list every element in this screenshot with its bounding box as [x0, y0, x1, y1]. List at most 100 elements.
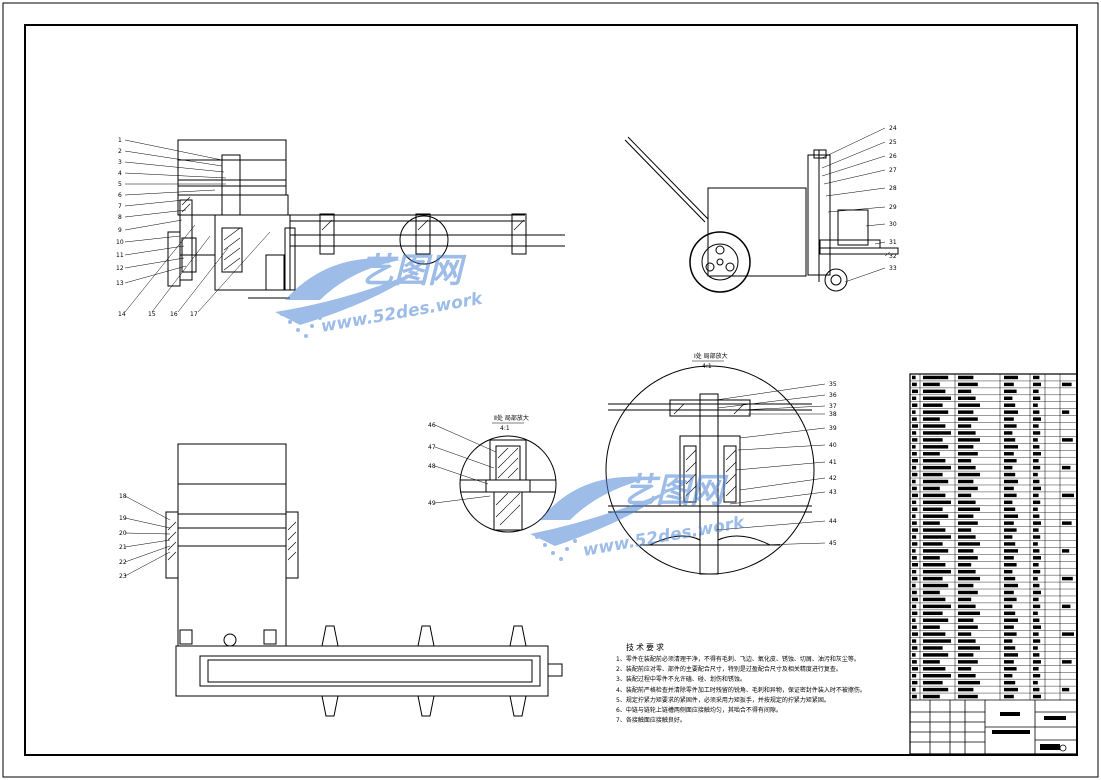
bom-cell-text: [912, 549, 916, 553]
part-label: 30: [889, 221, 897, 228]
bom-cell-text: [1062, 632, 1074, 636]
bom-cell-text: [912, 556, 917, 560]
bom-cell-text: [923, 458, 946, 463]
bom-cell-text: [1033, 445, 1040, 449]
bom-cell-text: [1062, 687, 1070, 692]
bom-cell-text: [958, 458, 972, 463]
front-part-numbers: 1 2 3 4 5 6 7 8 9 10 11 12 13 14 15 16 1…: [116, 137, 198, 318]
bom-cell-text: [958, 375, 974, 380]
technical-requirements: 技术要求 1、零件在装配前必须清理干净，不得有毛刺、飞边、氧化皮、锈蚀、切屑、油…: [616, 642, 906, 726]
bom-cell-text: [923, 542, 943, 546]
part-label: 5: [118, 181, 122, 188]
watermark-1: 艺图网 www.52des.work: [275, 251, 486, 338]
bom-cell-text: [1033, 389, 1039, 394]
title-block: [910, 699, 1077, 754]
bom-cell-text: [1033, 604, 1041, 609]
bom-cell-text: [958, 431, 976, 435]
technical-requirements-title: 技术要求: [626, 643, 666, 652]
bom-cell-text: [1004, 673, 1013, 678]
bom-cell-text: [923, 611, 943, 616]
bom-cell-text: [1062, 438, 1073, 442]
bom-cell-text: [1004, 382, 1014, 387]
part-label: 13: [116, 280, 124, 287]
bom-cell-text: [1004, 514, 1018, 518]
bom-cell-text: [1004, 438, 1016, 442]
bom-cell-text: [1004, 660, 1014, 664]
plan-part-numbers: 18 19 20 21 22 23: [119, 493, 127, 580]
bom-cell-text: [958, 528, 972, 532]
bom-cell-text: [958, 673, 976, 678]
part-label: 11: [116, 252, 124, 259]
front-view: [167, 139, 565, 299]
bom-cell-text: [1004, 417, 1014, 421]
bom-cell-text: [1033, 465, 1041, 470]
bom-cell-text: [912, 653, 916, 657]
bom-cell-text: [1033, 694, 1041, 699]
bom-cell-text: [912, 375, 916, 380]
bom-cell-text: [912, 646, 918, 650]
bom-cell-text: [923, 445, 949, 449]
bom-cell-text: [923, 465, 951, 470]
bom-cell-text: [912, 680, 918, 685]
bom-cell-text: [1062, 465, 1071, 470]
bom-cell-text: [923, 389, 946, 394]
bom-cell-text: [958, 632, 972, 636]
bom-cell-text: [958, 500, 976, 505]
part-label: 4: [118, 170, 122, 177]
plan-hatching: [167, 521, 297, 561]
bom-cell-text: [923, 375, 949, 380]
part-label: 32: [889, 253, 897, 260]
requirement-item: 3、装配过程中零件不允许磕、碰、划伤和锈蚀。: [616, 676, 746, 684]
bom-cell-text: [923, 680, 943, 685]
detail-small-title: Ⅱ处 局部放大: [494, 414, 529, 422]
bom-cell-text: [923, 563, 946, 567]
bom-cell-text: [958, 680, 980, 685]
bom-cell-text: [1033, 625, 1041, 629]
requirement-item: 4、装配前严格检查并清除零件加工时残留的锐角、毛刺和异物，保证密封件装入时不被擦…: [616, 686, 866, 694]
bom-cell-text: [923, 625, 940, 629]
bom-cell-text: [912, 382, 917, 387]
bom-cell-text: [1033, 431, 1041, 435]
bom-cell-text: [912, 424, 918, 428]
part-label: 15: [148, 311, 156, 318]
bom-cell-text: [1033, 535, 1041, 539]
bom-cell-text: [923, 694, 940, 699]
bom-cell-text: [912, 667, 918, 671]
bom-cell-text: [1004, 687, 1018, 692]
bom-cell-text: [1004, 410, 1018, 414]
part-label: 3: [118, 159, 122, 166]
bom-cell-text: [958, 514, 974, 518]
bom-cell-text: [1004, 576, 1016, 581]
bom-cell-text: [1033, 410, 1040, 414]
bom-cell-text: [923, 479, 949, 484]
bom-cell-text: [1004, 653, 1018, 657]
detail-large-scale: 4:1: [702, 363, 712, 370]
front-hatching: [181, 196, 525, 271]
part-label: 26: [889, 153, 897, 160]
bom-cell-text: [912, 458, 918, 463]
bom-cell-text: [923, 486, 940, 491]
detail-small-part-numbers: 46 47 48 49: [428, 422, 436, 507]
bom-cell-text: [1004, 403, 1016, 407]
bom-cell-text: [1033, 396, 1041, 401]
bom-cell-text: [1004, 680, 1016, 685]
bom-cell-text: [1004, 458, 1017, 463]
bom-cell-text: [923, 500, 951, 505]
bom-cell-text: [958, 396, 976, 401]
bom-cell-text: [912, 618, 916, 622]
part-label: 7: [118, 203, 122, 210]
part-label: 48: [428, 463, 436, 470]
bom-cell-text: [912, 639, 917, 643]
part-label: 33: [889, 265, 897, 272]
part-label: 27: [889, 167, 897, 174]
bom-cell-text: [1004, 465, 1013, 470]
requirement-item: 5、规定拧紧力矩要求的紧固件，必须采用力矩扳手，并按规定的拧紧力矩紧固。: [616, 696, 830, 704]
bom-cell-text: [958, 639, 976, 643]
bom-cell-text: [912, 472, 918, 477]
bom-cell-text: [1004, 597, 1017, 602]
bom-cell-text: [958, 479, 974, 484]
bom-cell-text: [958, 563, 972, 567]
bom-cell-text: [1033, 479, 1040, 484]
part-label: 12: [116, 265, 124, 272]
